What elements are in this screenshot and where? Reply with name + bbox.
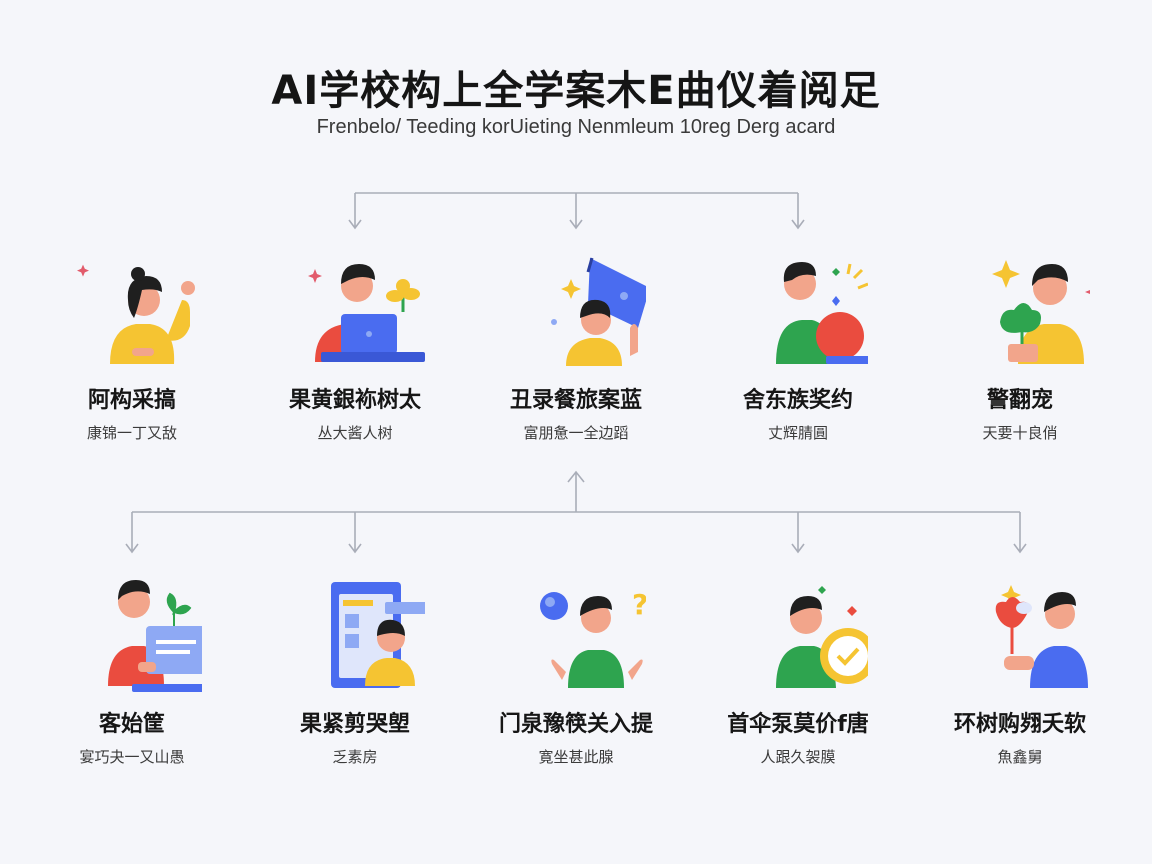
page-subtitle: Frenbelo/ Teeding korUieting Nenmleum 10… xyxy=(316,116,836,138)
node-label: 门泉豫筷关入提 xyxy=(498,712,653,737)
node-desc: 寛坐甚此腺 xyxy=(538,748,614,766)
person-plant-icon xyxy=(992,260,1090,364)
person-heart-icon xyxy=(995,585,1088,688)
person-waving-icon xyxy=(77,264,195,364)
top-arrow-center xyxy=(569,193,583,230)
person-question-icon: ? xyxy=(540,588,646,688)
node-desc: 魚鑫舅 xyxy=(997,748,1043,766)
node-desc: 丈辉腈圓 xyxy=(767,424,828,442)
node-label: 首伞泵莫价f唐 xyxy=(727,712,869,737)
node-label: 阿构采搞 xyxy=(87,388,176,413)
node-label: 客始筐 xyxy=(98,712,165,737)
node-top-2: 果黄銀袮树太 丛大酱人树 xyxy=(255,252,455,443)
node-bottom-1: 客始筐 宴巧夬一又山愚 xyxy=(32,576,232,767)
bottom-arrow-2 xyxy=(348,512,362,554)
node-top-5: 警翻宠 天要十良俏 xyxy=(920,252,1120,443)
node-label: 丑录餐旅案蓝 xyxy=(509,388,642,413)
person-document-icon xyxy=(108,580,202,692)
node-label: 舍东族奖约 xyxy=(742,388,853,413)
center-up-arrow xyxy=(567,470,585,512)
node-label: 环树购翙夭软 xyxy=(953,712,1086,737)
node-bottom-4: 首伞泵莫价f唐 人跟久袈膜 xyxy=(698,576,898,767)
node-top-1: 阿构采搞 康锦一丁又敌 xyxy=(32,252,232,443)
node-desc: 宴巧夬一又山愚 xyxy=(79,748,185,766)
top-arrow-left xyxy=(348,193,362,230)
person-check-icon xyxy=(776,586,868,688)
node-label: 果紧剪哭塱 xyxy=(299,712,410,737)
node-label: 果黄銀袮树太 xyxy=(288,388,421,413)
node-desc: 丛大酱人树 xyxy=(317,424,393,442)
node-bottom-3: ? 门泉豫筷关入提 寛坐甚此腺 xyxy=(476,576,676,767)
person-flag-icon xyxy=(551,257,646,366)
node-desc: 天要十良俏 xyxy=(982,424,1058,442)
node-bottom-2: 果紧剪哭塱 乏素房 xyxy=(255,576,455,767)
node-bottom-5: 环树购翙夭软 魚鑫舅 xyxy=(920,576,1120,767)
node-desc: 人跟久袈膜 xyxy=(760,748,836,766)
node-top-3: 丑录餐旅案蓝 富朋惫一全边蹈 xyxy=(476,252,676,443)
person-screen-icon xyxy=(331,582,425,688)
bottom-arrow-5 xyxy=(1013,512,1027,554)
person-laptop-icon xyxy=(308,264,425,362)
bottom-arrow-1 xyxy=(125,512,139,554)
node-label: 警翻宠 xyxy=(986,388,1053,413)
person-ball-icon xyxy=(776,262,868,364)
node-top-4: 舍东族奖约 丈辉腈圓 xyxy=(698,252,898,443)
page-title: AI学校构上全学案木E曲仪着阅足 xyxy=(271,68,881,114)
bottom-arrow-4 xyxy=(791,512,805,554)
node-desc: 康锦一丁又敌 xyxy=(86,424,177,442)
top-arrow-right xyxy=(791,193,805,230)
node-desc: 乏素房 xyxy=(332,748,378,766)
node-desc: 富朋惫一全边蹈 xyxy=(523,424,629,442)
svg-text:?: ? xyxy=(632,588,646,621)
